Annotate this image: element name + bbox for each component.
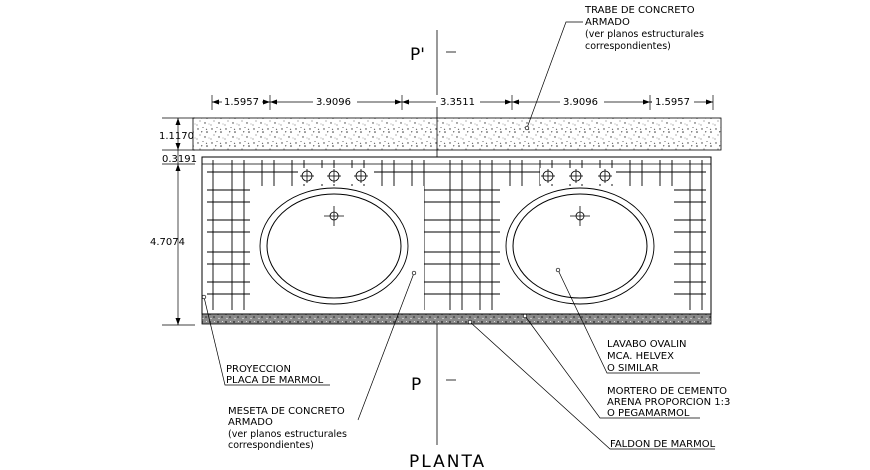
svg-text:correspondientes): correspondientes) [585, 41, 671, 52]
svg-text:O PEGAMARMOL: O PEGAMARMOL [607, 408, 690, 419]
note-meseta: MESETA DE CONCRETO ARMADO (ver planos es… [228, 406, 347, 451]
svg-text:ARENA PROPORCION 1:3: ARENA PROPORCION 1:3 [607, 397, 730, 408]
section-mark-top: P' [410, 45, 425, 65]
dim-left-1: 1.1170 [159, 131, 194, 142]
svg-text:MESETA DE CONCRETO: MESETA DE CONCRETO [228, 406, 345, 417]
note-proyeccion: PROYECCION PLACA DE MARMOL [226, 364, 324, 386]
dim-top-5: 1.5957 [655, 97, 690, 108]
drawing-title: PLANTA [409, 452, 486, 470]
svg-text:correspondientes): correspondientes) [228, 440, 314, 451]
basin-right [500, 186, 674, 310]
note-mortero: MORTERO DE CEMENTO ARENA PROPORCION 1:3 … [607, 386, 730, 419]
marble-apron [201, 313, 712, 325]
dim-left-2: 0.3191 [162, 154, 197, 165]
left-dimension-chain [162, 117, 195, 326]
svg-text:O SIMILAR: O SIMILAR [607, 363, 659, 374]
section-mark-bottom: P [411, 375, 421, 395]
dim-top-1: 1.5957 [224, 97, 259, 108]
svg-text:MCA. HELVEX: MCA. HELVEX [607, 351, 674, 362]
leader-lines [203, 21, 715, 450]
svg-text:TRABE DE CONCRETO: TRABE DE CONCRETO [584, 5, 695, 16]
svg-text:ARMADO: ARMADO [228, 417, 273, 428]
note-trabe: TRABE DE CONCRETO ARMADO (ver planos est… [584, 5, 704, 52]
svg-text:(ver planos estructurales: (ver planos estructurales [228, 429, 347, 440]
faucet-holes-right [540, 168, 616, 184]
dim-top-3: 3.3511 [440, 97, 475, 108]
svg-text:(ver planos estructurales: (ver planos estructurales [585, 29, 704, 40]
svg-text:ARMADO: ARMADO [585, 17, 630, 28]
faucet-holes-left [298, 168, 374, 184]
svg-text:FALDON DE MARMOL: FALDON DE MARMOL [610, 439, 716, 450]
dim-left-3: 4.7074 [150, 237, 185, 248]
concrete-beam [192, 117, 722, 151]
svg-text:LAVABO OVALIN: LAVABO OVALIN [607, 339, 687, 350]
dim-top-2: 3.9096 [316, 97, 351, 108]
svg-text:MORTERO DE CEMENTO: MORTERO DE CEMENTO [607, 386, 727, 397]
dim-top-4: 3.9096 [563, 97, 598, 108]
note-lavabo: LAVABO OVALIN MCA. HELVEX O SIMILAR [607, 339, 687, 374]
svg-text:PLACA DE MARMOL: PLACA DE MARMOL [226, 375, 324, 386]
leader-dots [201, 125, 561, 325]
basin-left [250, 186, 424, 310]
svg-text:PROYECCION: PROYECCION [226, 364, 291, 375]
note-faldon: FALDON DE MARMOL [610, 439, 716, 450]
